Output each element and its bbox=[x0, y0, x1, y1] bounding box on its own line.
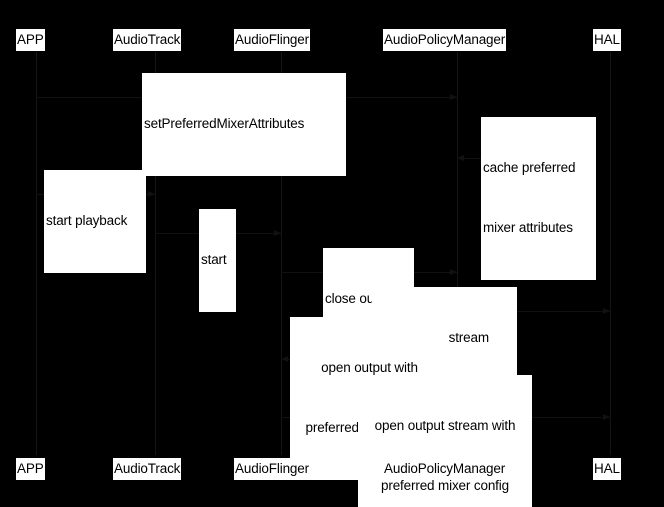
arrow-close-output-stream bbox=[457, 308, 610, 314]
message-line: cache preferred bbox=[483, 160, 576, 175]
message-start-playback: start playback bbox=[44, 170, 146, 273]
participant-footer-audiopolicymanager: AudioPolicyManager bbox=[383, 458, 507, 480]
message-line: setPreferredMixerAttributes bbox=[144, 116, 305, 131]
participant-footer-audiotrack: AudioTrack bbox=[113, 458, 182, 480]
message-line: start playback bbox=[46, 213, 128, 228]
message-line: open output stream with bbox=[374, 418, 516, 433]
participant-header-audioflinger: AudioFlinger bbox=[234, 29, 310, 51]
message-start: start bbox=[199, 209, 236, 312]
message-line: preferred mixer config bbox=[380, 478, 509, 493]
lifeline-audioflinger bbox=[281, 52, 282, 455]
message-line: start bbox=[201, 252, 227, 267]
lifeline-hal bbox=[610, 52, 611, 455]
participant-footer-app: APP bbox=[16, 458, 45, 480]
message-line: open output with bbox=[321, 360, 418, 375]
participant-header-audiopolicymanager: AudioPolicyManager bbox=[383, 29, 507, 51]
participant-header-audiotrack: AudioTrack bbox=[113, 29, 182, 51]
lifeline-app bbox=[36, 52, 37, 455]
participant-header-hal: HAL bbox=[593, 29, 621, 51]
message-set-preferred-mixer-attributes: setPreferredMixerAttributes bbox=[142, 73, 346, 176]
message-open-output-stream-with-preferred-mixer-config: open output stream with preferred mixer … bbox=[358, 375, 532, 507]
lifeline-audiopolicymanager bbox=[457, 52, 458, 455]
lifeline-audiotrack bbox=[155, 52, 156, 455]
participant-footer-audioflinger: AudioFlinger bbox=[234, 458, 310, 480]
participant-header-app: APP bbox=[16, 29, 45, 51]
message-cache-preferred-mixer-attributes: cache preferred mixer attributes bbox=[481, 117, 596, 280]
participant-footer-hal: HAL bbox=[593, 458, 621, 480]
message-line: mixer attributes bbox=[483, 220, 573, 235]
